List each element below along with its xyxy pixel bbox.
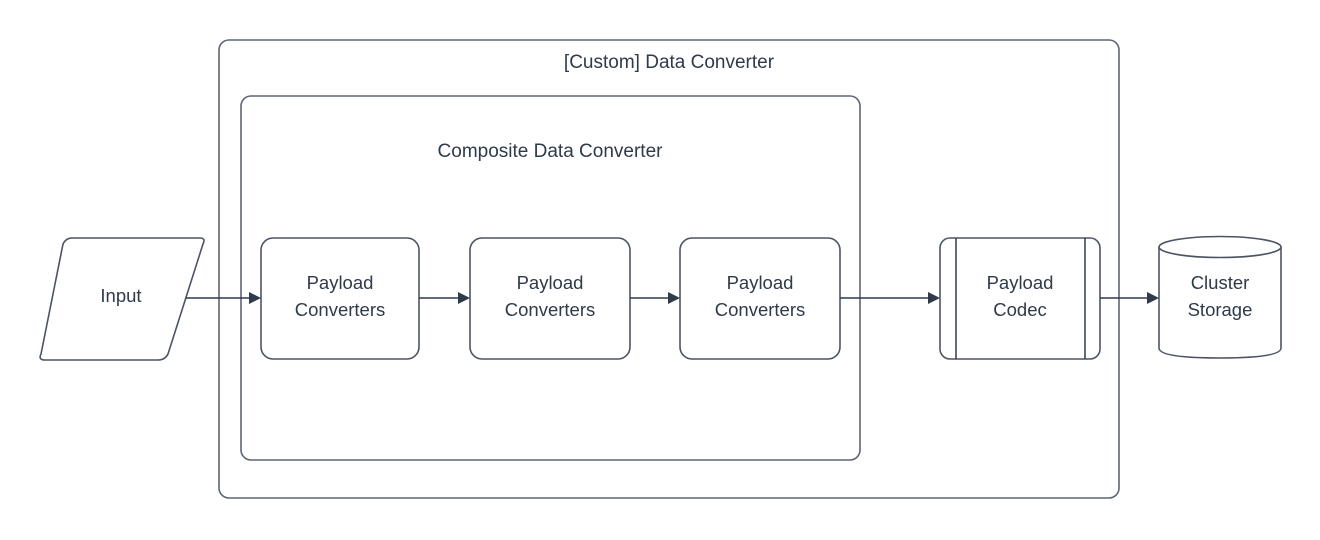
payload-codec-label-line2: Codec bbox=[993, 299, 1046, 320]
input-parallelogram[interactable] bbox=[39, 237, 205, 361]
node-payload-converters-2[interactable]: Payload Converters bbox=[469, 237, 631, 360]
node-payload-converters-1[interactable]: Payload Converters bbox=[260, 237, 420, 360]
arrow-head-icon bbox=[1147, 292, 1159, 304]
cluster-storage-body[interactable] bbox=[1158, 246, 1282, 359]
container-composite-data-converter[interactable]: Composite Data Converter bbox=[240, 95, 861, 461]
arrow-head-icon bbox=[458, 292, 470, 304]
connector-codec-to-storage bbox=[1100, 292, 1159, 304]
arrow-head-icon bbox=[668, 292, 680, 304]
payload-codec-label-line1: Payload bbox=[987, 272, 1054, 293]
custom-data-converter-box[interactable] bbox=[218, 39, 1120, 499]
cluster-storage-top-ellipse bbox=[1158, 235, 1282, 259]
container-custom-data-converter[interactable]: [Custom] Data Converter bbox=[218, 39, 1120, 499]
node-payload-converters-3[interactable]: Payload Converters bbox=[679, 237, 841, 360]
cluster-storage-label-line2: Storage bbox=[1188, 299, 1253, 320]
connector-converter-3-to-codec bbox=[840, 292, 940, 304]
input-label: Input bbox=[100, 285, 141, 306]
composite-data-converter-label: Composite Data Converter bbox=[438, 141, 664, 162]
cluster-storage-label-line1: Cluster bbox=[1191, 272, 1250, 293]
connector-converter-1-to-converter-2 bbox=[419, 292, 470, 304]
node-input[interactable]: Input bbox=[39, 237, 205, 361]
payload-converters-1-label-line2: Converters bbox=[295, 299, 385, 320]
arrow-head-icon bbox=[249, 292, 261, 304]
connector-converter-2-to-converter-3 bbox=[630, 292, 680, 304]
payload-converters-1-label-line1: Payload bbox=[307, 272, 374, 293]
payload-converters-2-label-line1: Payload bbox=[517, 272, 584, 293]
payload-converters-2-label-line2: Converters bbox=[505, 299, 595, 320]
node-payload-codec[interactable]: Payload Codec bbox=[939, 237, 1101, 360]
custom-data-converter-label: [Custom] Data Converter bbox=[564, 52, 775, 73]
payload-converters-3-label-line2: Converters bbox=[715, 299, 805, 320]
node-cluster-storage[interactable]: Cluster Storage bbox=[1158, 235, 1282, 359]
connector-input-to-converter-1 bbox=[186, 292, 261, 304]
payload-converters-3-label-line1: Payload bbox=[727, 272, 794, 293]
arrow-head-icon bbox=[928, 292, 940, 304]
composite-data-converter-box[interactable] bbox=[240, 95, 861, 461]
